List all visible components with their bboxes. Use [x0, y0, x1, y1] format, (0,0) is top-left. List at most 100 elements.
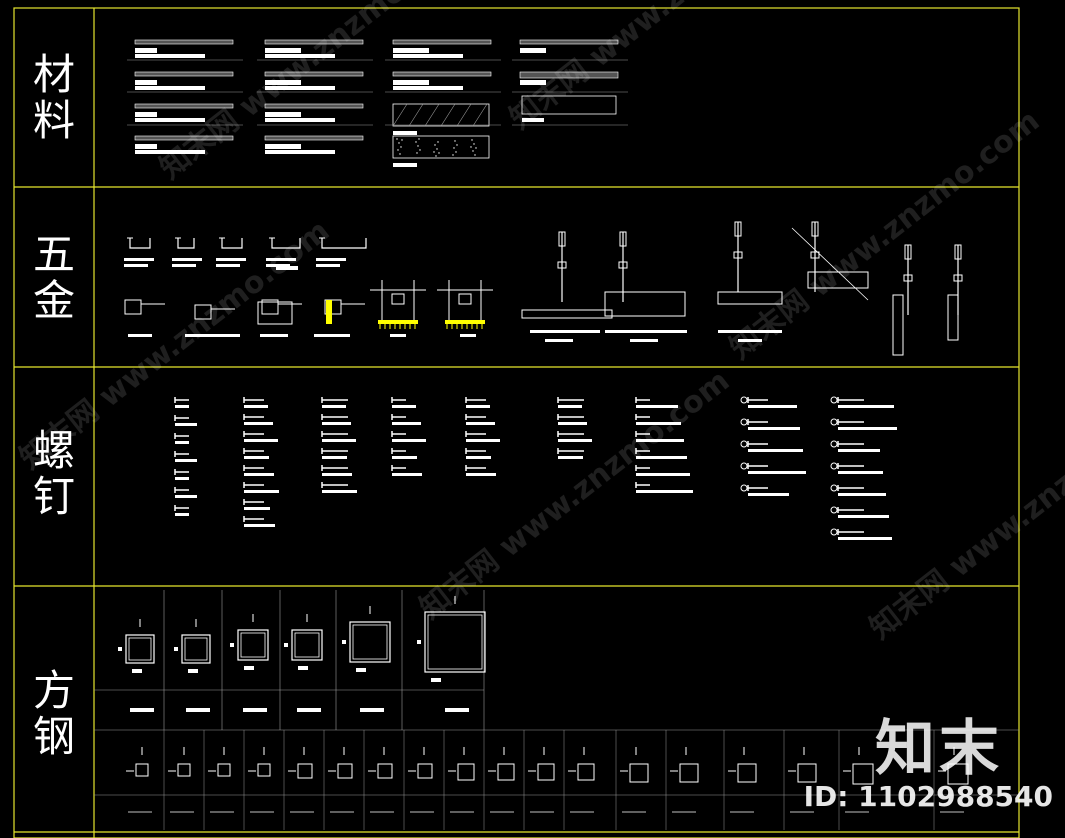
- rod-clip: [557, 261, 567, 269]
- rod-clip: [953, 274, 963, 282]
- small-square-tube: [852, 763, 874, 785]
- text-label-bar: [466, 456, 491, 459]
- speckle-dot: [417, 145, 419, 147]
- rod-clip: [903, 274, 913, 282]
- text-label-bar: [322, 405, 346, 408]
- text-label-bar: [393, 54, 463, 58]
- text-label-bar: [175, 405, 189, 408]
- yellow-base: [378, 320, 418, 324]
- ceiling-beam: [521, 309, 613, 319]
- speckle-dot: [473, 143, 475, 145]
- rod-nut: [954, 244, 962, 260]
- small-square-tube: [135, 763, 149, 777]
- text-label-bar: [392, 473, 422, 476]
- text-label-bar: [244, 439, 278, 442]
- text-label-bar: [265, 144, 301, 149]
- speckle-dot: [416, 152, 418, 154]
- text-label-bar: [545, 339, 573, 342]
- section-label-hardware: 五金: [32, 230, 75, 325]
- text-label-bar: [356, 668, 366, 672]
- small-square-tube: [457, 763, 475, 781]
- text-label-bar: [748, 449, 803, 452]
- rod-nut: [811, 221, 819, 237]
- text-label-bar: [445, 708, 469, 712]
- small-square-tube: [497, 763, 515, 781]
- text-label-bar: [135, 80, 157, 85]
- text-label-bar: [175, 441, 189, 444]
- small-square-tube: [737, 763, 757, 783]
- channel-profile: [221, 238, 243, 249]
- speckle-dot: [401, 139, 403, 141]
- square-tube-inner: [184, 637, 208, 661]
- text-label-bar: [393, 86, 463, 90]
- speckle-dot: [396, 138, 398, 140]
- text-label-bar: [431, 678, 441, 682]
- text-label-bar: [530, 330, 600, 333]
- material-swatch: [392, 135, 490, 159]
- text-label-bar: [175, 423, 197, 426]
- speckle-dot: [400, 146, 402, 148]
- text-label-bar: [738, 339, 762, 342]
- text-label-bar: [417, 640, 421, 644]
- text-label-bar: [175, 495, 197, 498]
- speckle-dot: [415, 141, 417, 143]
- screw-head-circle: [830, 484, 838, 492]
- rod-nut: [619, 231, 627, 247]
- text-label-bar: [322, 439, 356, 442]
- text-label-bar: [636, 422, 681, 425]
- text-label-bar: [558, 456, 583, 459]
- speckle-dot: [475, 147, 477, 149]
- text-label-bar: [460, 334, 476, 337]
- text-label-bar: [244, 473, 274, 476]
- material-swatch: [392, 103, 490, 127]
- text-label-bar: [124, 258, 154, 261]
- text-label-bar: [466, 405, 490, 408]
- text-label-bar: [605, 330, 687, 333]
- speckle-dot: [438, 152, 440, 154]
- text-label-bar: [392, 405, 416, 408]
- text-label-bar: [558, 439, 592, 442]
- text-label-bar: [748, 427, 800, 430]
- screws-panel: [174, 396, 897, 540]
- text-label-bar: [188, 669, 198, 673]
- screw-head-circle: [740, 484, 748, 492]
- channel-profile: [271, 238, 301, 249]
- text-label-bar: [244, 456, 269, 459]
- square-tube-inner: [352, 624, 388, 660]
- speckle-dot: [472, 150, 474, 152]
- small-square-tube: [177, 763, 191, 777]
- text-label-bar: [132, 669, 142, 673]
- text-label-bar: [636, 456, 687, 459]
- hanger-clip: [458, 293, 472, 305]
- text-label-bar: [244, 490, 279, 493]
- square-tube-outer: [349, 621, 391, 663]
- clip-part: [194, 304, 212, 320]
- small-square-tube: [217, 763, 231, 777]
- text-label-bar: [342, 640, 346, 644]
- hanger-clip: [391, 293, 405, 305]
- material-swatch: [264, 71, 364, 77]
- text-label-bar: [265, 54, 335, 58]
- text-label-bar: [520, 48, 546, 53]
- text-label-bar: [266, 264, 290, 267]
- channel-profile: [129, 238, 151, 249]
- square-tube-inner: [294, 632, 320, 658]
- square-tube-outer: [237, 629, 269, 661]
- text-label-bar: [636, 473, 690, 476]
- square-tube-outer: [291, 629, 323, 661]
- text-label-bar: [838, 405, 894, 408]
- square-tube-outer: [125, 634, 155, 664]
- hatch-line: [392, 103, 408, 127]
- text-label-bar: [265, 150, 335, 154]
- text-label-bar: [838, 449, 880, 452]
- diagonal-watermark-text: 知末网 www.znzmo.com: [503, 0, 826, 136]
- text-label-bar: [748, 405, 797, 408]
- small-square-tube: [577, 763, 595, 781]
- speckle-dot: [452, 154, 454, 156]
- material-swatch: [519, 71, 619, 79]
- brand-watermark: 知末: [875, 714, 1003, 784]
- speckle-dot: [435, 155, 437, 157]
- rod-nut: [734, 221, 742, 237]
- clip-part: [324, 299, 342, 315]
- material-swatch: [392, 39, 492, 45]
